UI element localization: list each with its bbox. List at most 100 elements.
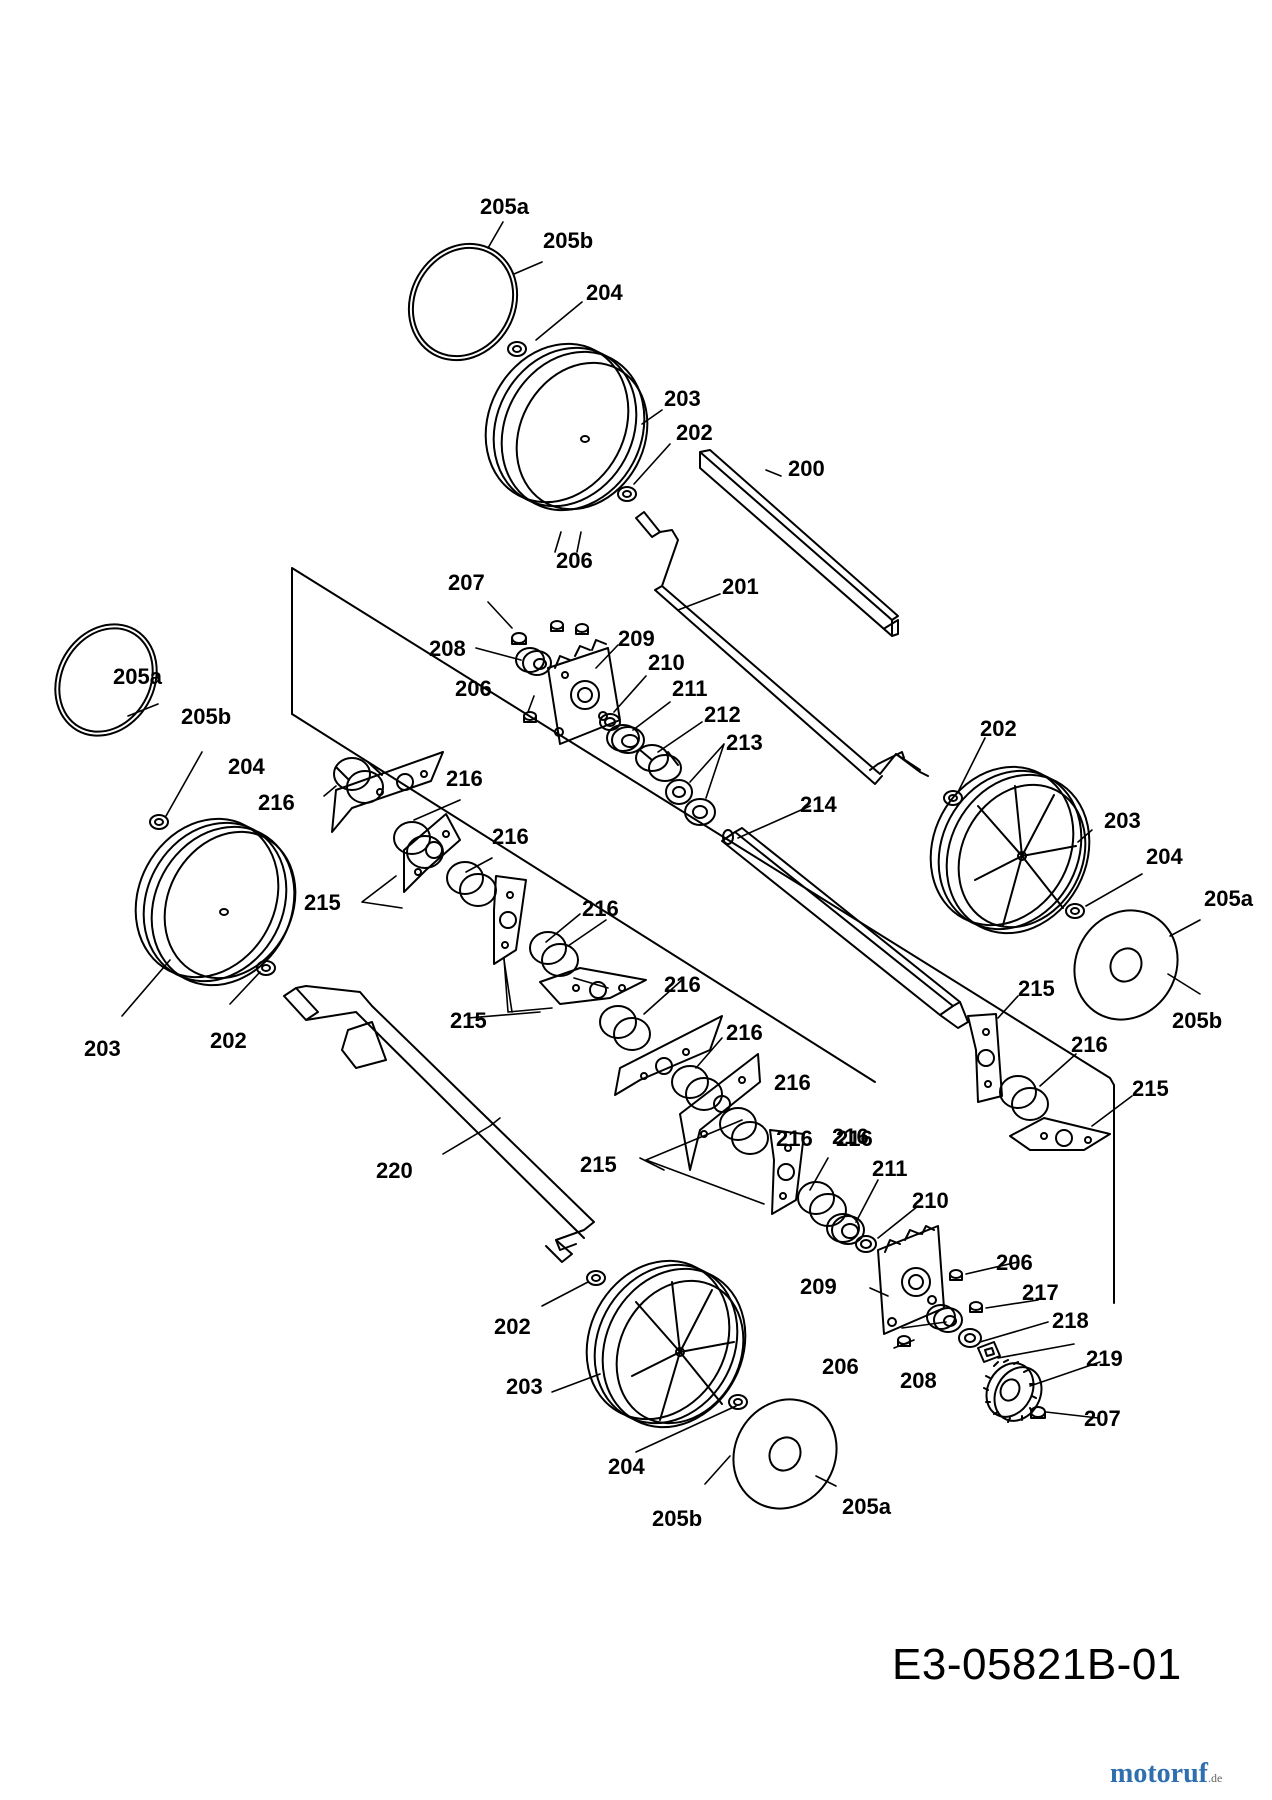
watermark-logo: motoruf.de (1110, 1758, 1222, 1790)
hubcap-205a-bottom (732, 1398, 838, 1510)
label-204: 204 (608, 1454, 645, 1479)
label-216: 216 (726, 1020, 763, 1045)
label-207: 207 (1084, 1406, 1121, 1431)
label-220: 220 (376, 1158, 413, 1183)
washer-204-left (149, 814, 169, 830)
label-200: 200 (788, 456, 825, 481)
screw-206-top-a (550, 620, 564, 632)
label-205b: 205b (652, 1506, 702, 1531)
label-206: 206 (556, 548, 593, 573)
label-205a: 205a (1204, 886, 1254, 911)
label-208: 208 (900, 1368, 937, 1393)
bushing-211-bottom (826, 1213, 865, 1245)
label-203: 203 (1104, 808, 1141, 833)
watermark-suffix: .de (1207, 1771, 1223, 1785)
label-216: 216 (582, 896, 619, 921)
watermark-name: motoruf (1110, 1758, 1208, 1789)
screw-206-bottom-a (949, 1269, 963, 1281)
label-212: 212 (704, 702, 741, 727)
blade-215-right-a (967, 1013, 1003, 1103)
wheel-203-left (134, 817, 297, 987)
wheel-203-bottom (585, 1259, 747, 1429)
nut-207-bottom (1030, 1406, 1046, 1419)
tyre-ring-205a-top (407, 242, 519, 362)
label-215: 215 (580, 1152, 617, 1177)
label-204: 204 (228, 754, 265, 779)
label-213: 213 (726, 730, 763, 755)
label-210: 210 (912, 1188, 949, 1213)
washer-210-bottom (855, 1235, 877, 1253)
blade-215-right-b (1009, 1117, 1111, 1151)
spacer-216-a (333, 757, 384, 804)
bushing-211-top (606, 724, 645, 754)
washer-213-a (665, 779, 693, 805)
washer-204-right (1065, 903, 1085, 919)
label-203: 203 (664, 386, 701, 411)
label-215: 215 (304, 890, 341, 915)
label-209: 209 (618, 626, 655, 651)
label-208: 208 (429, 636, 466, 661)
label-206: 206 (822, 1354, 859, 1379)
label-206: 206 (455, 676, 492, 701)
label-215: 215 (1018, 976, 1055, 1001)
label-216: 216 (836, 1126, 873, 1151)
wheel-203-top (484, 342, 649, 512)
part-labels: 205a 205b 204 203 202 200 201 206 207 20… (84, 194, 1254, 1531)
label-202: 202 (494, 1314, 531, 1339)
label-204: 204 (586, 280, 623, 305)
label-204: 204 (1146, 844, 1183, 869)
washer-202-left (256, 960, 276, 976)
label-216: 216 (258, 790, 295, 815)
wheel-203-right (929, 765, 1091, 935)
hubcap-205a-right (1073, 909, 1179, 1021)
label-216: 216 (446, 766, 483, 791)
spacer-216-right (999, 1075, 1049, 1121)
screw-206-top-b (575, 623, 589, 635)
nut-207-top (511, 632, 527, 645)
screw-206-mid (523, 711, 537, 723)
label-201: 201 (722, 574, 759, 599)
blade-215-a (331, 751, 444, 833)
label-216: 216 (664, 972, 701, 997)
washer-202-right (943, 790, 963, 806)
label-202: 202 (980, 716, 1017, 741)
blade-215-g (769, 1129, 805, 1215)
washer-213-b (684, 798, 716, 826)
ring-217 (958, 1328, 982, 1348)
spacer-216-g (719, 1107, 769, 1155)
washer-204-top (507, 341, 527, 357)
blade-215-b (403, 813, 461, 893)
label-216: 216 (774, 1070, 811, 1095)
label-215: 215 (1132, 1076, 1169, 1101)
label-202: 202 (676, 420, 713, 445)
assembly-outline (291, 567, 1115, 1304)
square-washer-218 (977, 1341, 1001, 1363)
bearing-208-bottom (926, 1304, 963, 1333)
label-205b: 205b (181, 704, 231, 729)
label-203: 203 (84, 1036, 121, 1061)
blade-215-e (614, 1015, 723, 1096)
label-202: 202 (210, 1028, 247, 1053)
tyre-ring-205a-left (54, 623, 158, 737)
label-216: 216 (1071, 1032, 1108, 1057)
label-211: 211 (672, 676, 708, 701)
label-216: 216 (492, 824, 529, 849)
label-211: 211 (872, 1156, 908, 1181)
label-210: 210 (648, 650, 685, 675)
washer-202-bottom (586, 1270, 606, 1286)
crank-axle-220 (283, 985, 595, 1251)
washer-202-top (617, 486, 637, 502)
blade-215-c (493, 875, 527, 965)
label-218: 218 (1052, 1308, 1089, 1333)
crank-axle-201 (635, 511, 929, 785)
label-214: 214 (800, 792, 837, 817)
drawing-number: E3-05821B-01 (892, 1640, 1182, 1689)
label-216: 216 (832, 1124, 869, 1149)
label-205b: 205b (1172, 1008, 1222, 1033)
washer-204-bottom (728, 1394, 748, 1410)
label-217: 217 (1022, 1280, 1059, 1305)
screw-206-bottom-b (969, 1301, 983, 1313)
label-205a: 205a (113, 664, 163, 689)
label-205a: 205a (480, 194, 530, 219)
bracket-200 (699, 449, 899, 637)
